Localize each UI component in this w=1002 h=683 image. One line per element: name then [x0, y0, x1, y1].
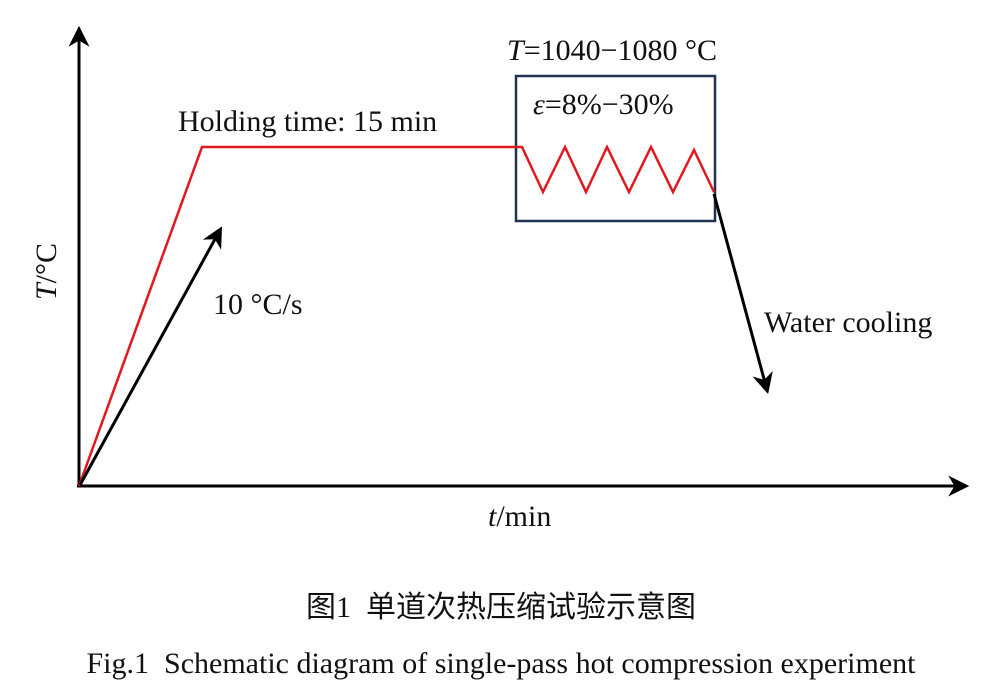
x-axis-label: t/min — [488, 500, 551, 533]
water-cooling-arrow — [712, 193, 773, 395]
deformation-box — [514, 74, 717, 223]
holding-time-label: Holding time: 15 min — [178, 105, 437, 138]
temperature-range-label: T=1040−1080 °C — [507, 34, 717, 67]
heating-rate-arrow — [78, 226, 223, 486]
temperature-curve — [77, 144, 716, 487]
heating-rate-label: 10 °C/s — [213, 288, 303, 321]
caption-english: Fig.1 Schematic diagram of single-pass h… — [87, 647, 917, 680]
water-cooling-label: Water cooling — [764, 306, 932, 339]
strain-range-label: ε=8%−30% — [533, 88, 674, 121]
caption-chinese: 图1 单道次热压缩试验示意图 — [306, 591, 696, 624]
y-axis-label: T/°C — [30, 243, 63, 300]
